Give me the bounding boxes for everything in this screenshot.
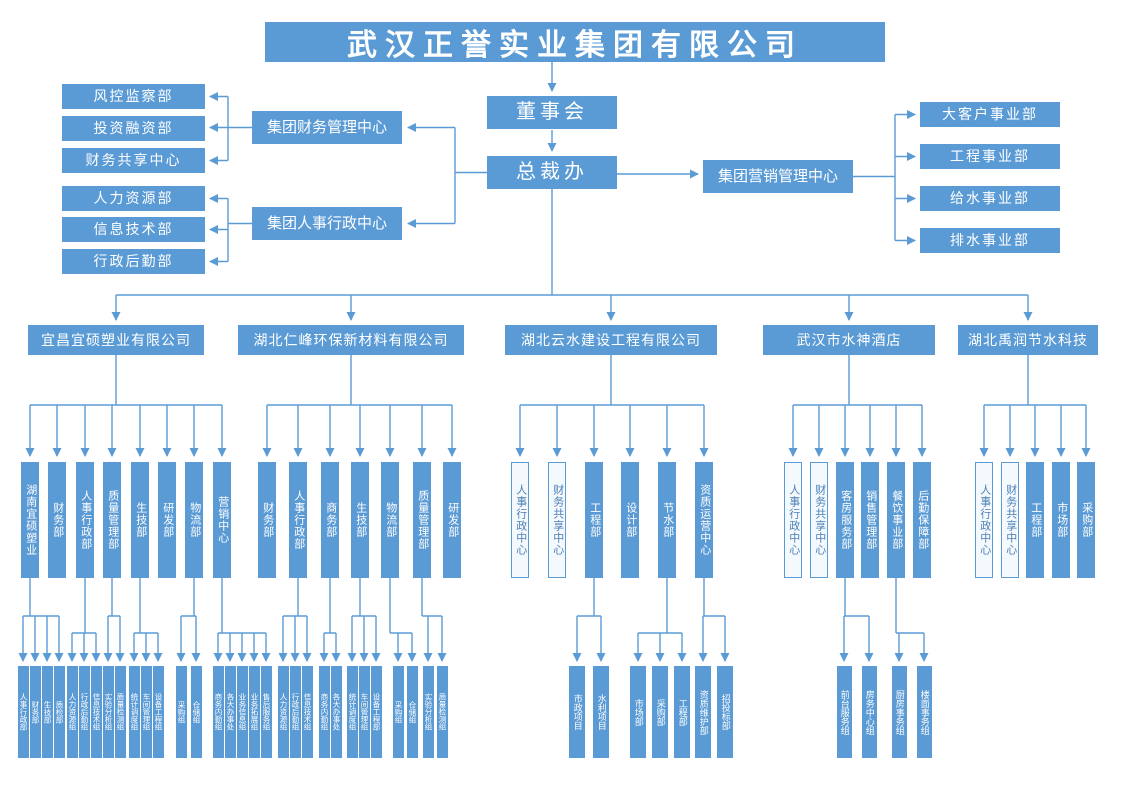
sub-group-box: 质检部 (53, 666, 65, 758)
hr-center-box: 集团人事行政中心 (252, 207, 402, 240)
department-box: 财务共享中心 (810, 462, 828, 578)
department-box: 销售管理部 (861, 462, 879, 578)
department-box: 资质运营中心 (695, 462, 713, 578)
sub-group-box: 统计调度组 (346, 666, 358, 758)
department-box: 财务共享中心 (1001, 462, 1019, 578)
sub-group-box: 信息技术组 (90, 666, 102, 758)
president-office-box: 总裁办 (487, 156, 617, 189)
sub-group-box: 前台服务组 (836, 666, 852, 758)
marketing-leaf-box: 排水事业部 (920, 228, 1060, 253)
department-box: 财务部 (48, 462, 66, 578)
sub-group-box: 统计调度组 (128, 666, 140, 758)
company-box: 湖北云水建设工程有限公司 (505, 325, 717, 355)
sub-group-box: 商务内勤组 (212, 666, 224, 758)
department-box: 采购部 (1077, 462, 1095, 578)
company-box: 湖北仁峰环保新材料有限公司 (238, 325, 464, 355)
department-box: 物流部 (381, 462, 399, 578)
sub-group-box: 各大办事处 (224, 666, 236, 758)
sub-group-box: 采购组 (175, 666, 187, 758)
department-box: 人事行政中心 (975, 462, 993, 578)
sub-group-box: 仓储组 (406, 666, 418, 758)
department-box: 研发部 (158, 462, 176, 578)
department-box: 生技部 (131, 462, 149, 578)
sub-group-box: 实验分析组 (422, 666, 434, 758)
department-box: 质量管理部 (413, 462, 431, 578)
chart-title: 武汉正誉实业集团有限公司 (265, 22, 885, 62)
sub-group-box: 业务拓展组 (248, 666, 260, 758)
sub-group-box: 楼面事务组 (916, 666, 932, 758)
hr-leaf-box: 行政后勤部 (62, 249, 205, 274)
department-box: 物流部 (185, 462, 203, 578)
hr-leaf-box: 人力资源部 (62, 186, 205, 211)
sub-group-box: 实验分析组 (102, 666, 114, 758)
sub-group-box: 仓储组 (190, 666, 202, 758)
sub-group-box: 厨房事务组 (891, 666, 907, 758)
finance-leaf-box: 财务共享中心 (62, 148, 205, 173)
marketing-center-box: 集团营销管理中心 (703, 160, 853, 193)
sub-group-box: 工程部 (674, 666, 690, 758)
department-box: 人事行政中心 (784, 462, 802, 578)
department-box: 财务共享中心 (548, 462, 566, 578)
sub-group-box: 财务部 (29, 666, 41, 758)
sub-group-box: 人力资源组 (66, 666, 78, 758)
department-box: 人事行政部 (289, 462, 307, 578)
sub-group-box: 信息技术组 (301, 666, 313, 758)
department-box: 湖南宜硕塑业 (21, 462, 39, 578)
sub-group-box: 生技部 (41, 666, 53, 758)
sub-group-box: 商务内勤组 (318, 666, 330, 758)
department-box: 市场部 (1052, 462, 1070, 578)
department-box: 后勤保障部 (913, 462, 931, 578)
board-box: 董事会 (487, 96, 617, 129)
sub-group-box: 招投标部 (717, 666, 733, 758)
sub-group-box: 设备工程部 (370, 666, 382, 758)
sub-group-box: 售后服务组 (260, 666, 272, 758)
sub-group-box: 资质维护部 (695, 666, 711, 758)
sub-group-box: 车间管理组 (358, 666, 370, 758)
sub-group-box: 行政后勤组 (289, 666, 301, 758)
company-box: 武汉市水神酒店 (763, 325, 935, 355)
sub-group-box: 行政后勤组 (78, 666, 90, 758)
department-box: 生技部 (351, 462, 369, 578)
company-box: 宜昌宜硕塑业有限公司 (28, 325, 204, 355)
department-box: 人事行政部 (76, 462, 94, 578)
department-box: 节水部 (658, 462, 676, 578)
hr-leaf-box: 信息技术部 (62, 217, 205, 242)
sub-group-box: 市场部 (630, 666, 646, 758)
sub-group-box: 质量检测组 (436, 666, 448, 758)
sub-group-box: 房务中心组 (861, 666, 877, 758)
department-box: 财务部 (258, 462, 276, 578)
sub-group-box: 人事行政部 (17, 666, 29, 758)
department-box: 客房服务部 (836, 462, 854, 578)
sub-group-box: 采购组 (392, 666, 404, 758)
department-box: 商务部 (321, 462, 339, 578)
sub-group-box: 车间管理组 (140, 666, 152, 758)
department-box: 工程部 (1026, 462, 1044, 578)
marketing-leaf-box: 大客户事业部 (920, 102, 1060, 127)
sub-group-box: 水利项目 (593, 666, 609, 758)
finance-center-box: 集团财务管理中心 (252, 111, 402, 144)
sub-group-box: 各大办事处 (330, 666, 342, 758)
sub-group-box: 人力资源组 (277, 666, 289, 758)
sub-group-box: 市政项目 (569, 666, 585, 758)
finance-leaf-box: 风控监察部 (62, 84, 205, 109)
marketing-leaf-box: 工程事业部 (920, 144, 1060, 169)
department-box: 质量管理部 (103, 462, 121, 578)
department-box: 设计部 (621, 462, 639, 578)
sub-group-box: 设备工程组 (152, 666, 164, 758)
marketing-leaf-box: 给水事业部 (920, 186, 1060, 211)
department-box: 人事行政中心 (511, 462, 529, 578)
sub-group-box: 质量检测组 (114, 666, 126, 758)
department-box: 工程部 (585, 462, 603, 578)
sub-group-box: 采购部 (652, 666, 668, 758)
department-box: 营销中心 (213, 462, 231, 578)
department-box: 餐饮事业部 (887, 462, 905, 578)
finance-leaf-box: 投资融资部 (62, 116, 205, 141)
company-box: 湖北禹润节水科技 (958, 325, 1098, 355)
sub-group-box: 业务信息组 (236, 666, 248, 758)
department-box: 研发部 (443, 462, 461, 578)
